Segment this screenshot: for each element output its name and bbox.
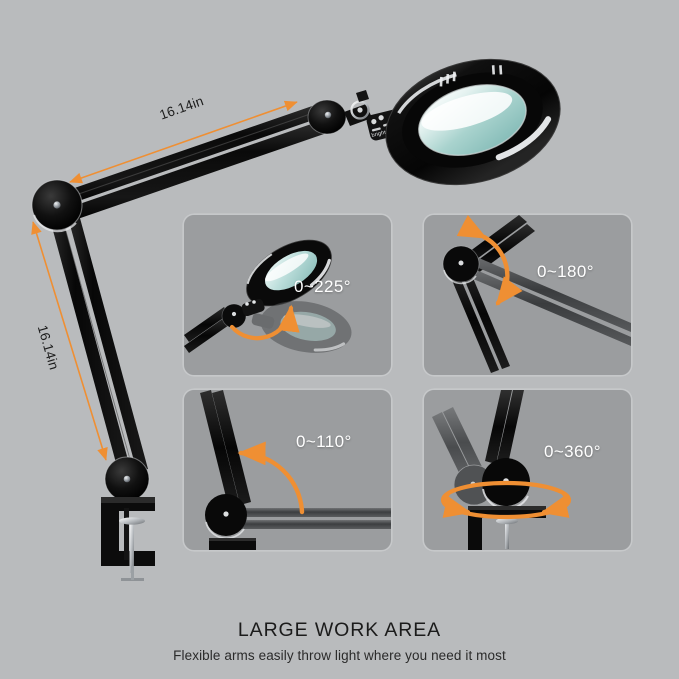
head-pivot: brightech	[307, 90, 404, 141]
angle-label-base-rotation: 0~360°	[544, 442, 601, 461]
panel-base-tilt: 0~110°	[183, 389, 392, 551]
lower-arm	[45, 196, 148, 474]
angle-label-head-swivel: 0~225°	[294, 277, 351, 296]
panel-elbow-joint: 0~180°	[423, 214, 632, 376]
angle-label-elbow-joint: 0~180°	[537, 262, 594, 281]
svg-text:brightech: brightech	[371, 128, 396, 139]
caption-subtitle: Flexible arms easily throw light where y…	[173, 648, 506, 663]
caption-block: LARGE WORK AREA Flexible arms easily thr…	[0, 617, 679, 667]
caption-title: LARGE WORK AREA	[237, 619, 442, 641]
panel-head-swivel: 0~225°	[183, 214, 392, 376]
elbow-joint	[31, 179, 83, 233]
panel-base-rotation: 0~360°	[423, 389, 632, 551]
clamp-base	[101, 456, 155, 581]
dimension-label-lower-arm: 16.14in	[34, 323, 62, 372]
magnifier-head	[385, 58, 561, 186]
upper-arm	[60, 104, 324, 223]
dimension-label-upper-arm: 16.14in	[157, 93, 206, 123]
angle-label-base-tilt: 0~110°	[296, 432, 352, 451]
